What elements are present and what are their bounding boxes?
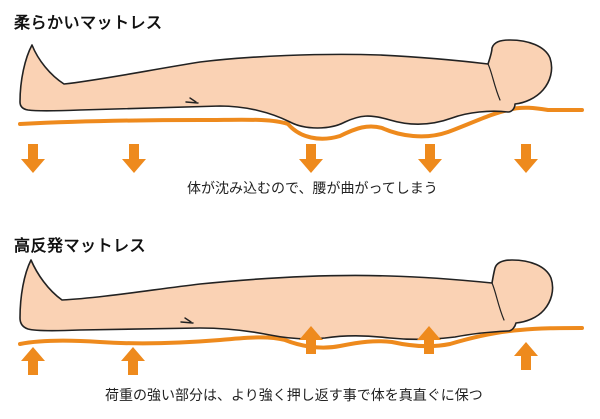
firm-mattress-illustration — [18, 259, 584, 375]
down-arrow-icon — [299, 144, 323, 173]
arm-line-firm — [180, 317, 194, 324]
up-arrow-icon — [514, 342, 538, 370]
soft-mattress-surface — [18, 105, 584, 141]
soft-mattress-caption: 体が沈み込むので、腰が曲がってしまう — [187, 181, 438, 197]
arm-line-soft — [185, 97, 199, 104]
soft-mattress-panel: 柔らかいマットレス 体が沈み込むので、腰が曲がってしまう — [14, 13, 584, 197]
neck-line-firm — [491, 282, 505, 321]
neck-line-soft — [487, 63, 501, 101]
up-arrow-icon — [417, 326, 441, 354]
reclining-body-soft — [19, 39, 553, 129]
soft-mattress-title: 柔らかいマットレス — [14, 13, 163, 32]
down-arrow-icon — [514, 144, 538, 173]
firm-mattress-title: 高反発マットレス — [14, 236, 147, 255]
up-arrow-icon — [121, 347, 145, 375]
down-arrow-icon — [418, 144, 442, 173]
firm-mattress-panel: 高反発マットレス 荷重の強い部分は、より強く押し返す事で体を真直ぐに保つ — [0, 210, 600, 419]
down-arrow-icon — [122, 144, 146, 173]
reclining-body-firm — [19, 259, 554, 341]
down-arrow-icon — [21, 144, 45, 173]
firm-mattress-surface — [18, 326, 584, 350]
soft-mattress-illustration — [18, 39, 584, 173]
up-arrow-icon — [299, 326, 323, 354]
firm-mattress-caption: 荷重の強い部分は、より強く押し返す事で体を真直ぐに保つ — [105, 388, 483, 404]
up-arrow-icon — [21, 347, 45, 375]
